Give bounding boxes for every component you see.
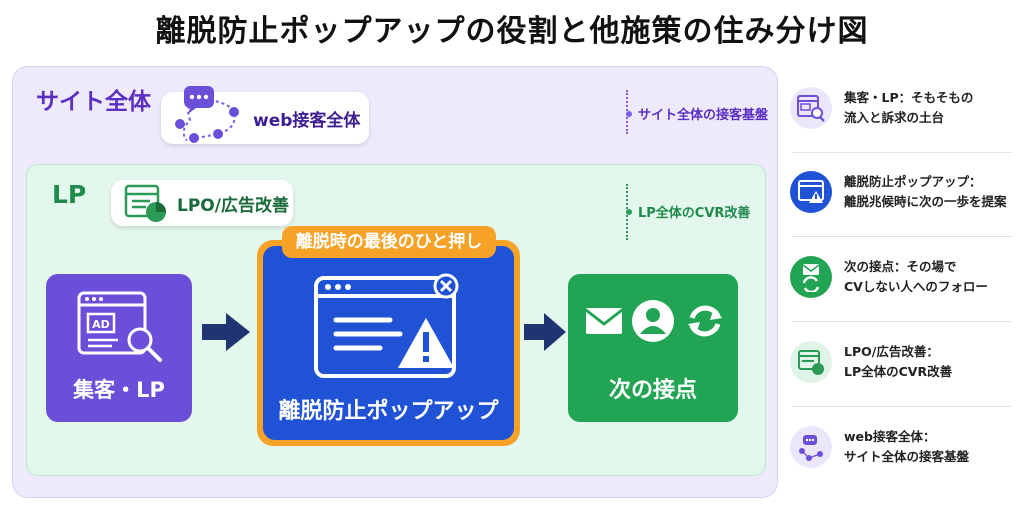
ad-search-icon: AD [77, 291, 162, 362]
legend-line: 次の接点：その場で [844, 259, 957, 274]
chart-window-icon [790, 341, 832, 383]
chat-network-icon [790, 426, 832, 468]
web-service-chip-label: web接客全体 [253, 110, 361, 131]
mail-icon [585, 308, 623, 334]
popup-warning-icon [314, 273, 459, 378]
acquisition-lp-label: 集客・LP [73, 378, 165, 402]
lp-note-dot [626, 208, 632, 215]
chat-network-icon [175, 86, 239, 143]
legend-item-acquisition: 集客・LP：そもそもの 流入と訴求の土台 [790, 68, 1020, 148]
refresh-icon [688, 305, 722, 337]
legend-item-next-contact: 次の接点：その場で CVしない人へのフォロー [790, 237, 1020, 317]
mail-refresh-icon [790, 256, 832, 298]
legend-line: 集客・LP：そもそもの [844, 90, 974, 105]
popup-warning-icon [790, 171, 832, 213]
legend-line: web接客全体： [844, 429, 936, 444]
site-note-dot [626, 110, 632, 117]
legend-divider [792, 152, 1012, 153]
site-note-text: サイト全体の接客基盤 [638, 108, 769, 123]
legend-divider [792, 406, 1012, 407]
exit-popup-label: 離脱防止ポップアップ [278, 399, 499, 424]
legend-text-acquisition: 集客・LP：そもそもの 流入と訴求の土台 [844, 88, 973, 128]
site-note: サイト全体の接客基盤 [626, 104, 768, 123]
legend-line: LPO/広告改善： [844, 344, 939, 359]
legend-item-popup: 離脱防止ポップアップ： 離脱兆候時に次の一歩を提案 [790, 152, 1020, 232]
chart-window-icon [124, 184, 166, 222]
site-area-label: サイト全体 [36, 89, 151, 115]
lp-area-label: LP [52, 180, 87, 209]
lp-note-text: LP全体のCVR改善 [638, 206, 751, 221]
lp-note: LP全体のCVR改善 [626, 202, 750, 221]
legend-item-lpo: LPO/広告改善： LP全体のCVR改善 [790, 322, 1020, 402]
arrow-right-icon [202, 313, 250, 351]
next-contact-box: 次の接点 [568, 274, 738, 422]
legend-line: LP全体のCVR改善 [844, 364, 953, 379]
legend-divider [792, 321, 1012, 322]
legend-text-next-contact: 次の接点：その場で CVしない人へのフォロー [844, 257, 988, 297]
legend-line: 離脱防止ポップアップ： [844, 174, 982, 189]
legend-line: CVしない人へのフォロー [844, 279, 988, 294]
ad-search-icon [790, 87, 832, 129]
legend-line: 流入と訴求の土台 [844, 110, 945, 125]
acquisition-lp-box: AD 集客・LP [46, 274, 192, 422]
legend-line: サイト全体の接客基盤 [844, 449, 970, 464]
legend-line: 離脱兆候時に次の一歩を提案 [844, 194, 1007, 209]
legend-item-web-service: web接客全体： サイト全体の接客基盤 [790, 407, 1020, 487]
svg-text:AD: AD [92, 318, 110, 331]
user-icon [632, 300, 674, 342]
lpo-chip-label: LPO/広告改善 [177, 195, 289, 216]
legend-text-web-service: web接客全体： サイト全体の接客基盤 [844, 427, 969, 467]
legend-text-lpo: LPO/広告改善： LP全体のCVR改善 [844, 342, 952, 382]
legend-divider [792, 236, 1012, 237]
legend-text-popup: 離脱防止ポップアップ： 離脱兆候時に次の一歩を提案 [844, 172, 1007, 212]
popup-tag: 離脱時の最後のひと押し [282, 226, 496, 258]
page-title: 離脱防止ポップアップの役割と他施策の住み分け図 [155, 14, 869, 49]
arrow-right-icon [524, 313, 566, 351]
next-contact-label: 次の接点 [608, 378, 697, 403]
